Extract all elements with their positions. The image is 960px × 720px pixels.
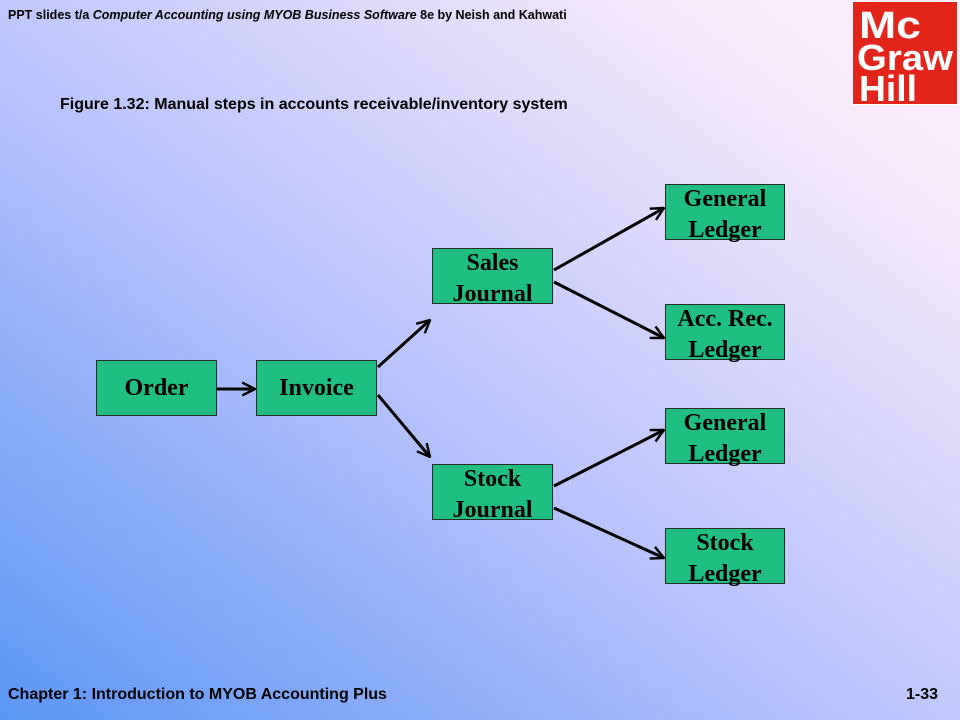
order-box: Order xyxy=(96,360,217,416)
mcgraw-hill-logo: Mc Graw Hill xyxy=(852,1,958,105)
header-suffix: 8e by Neish and Kahwati xyxy=(416,8,567,22)
sales-journal-box: Sales Journal xyxy=(432,248,553,307)
logo-line-1: Mc xyxy=(859,5,921,47)
general-ledger-2-label-1: General xyxy=(683,410,767,436)
arrow-invoice-to-sales-journal xyxy=(376,320,430,369)
arrow-stock-to-stock-ledger xyxy=(553,506,664,558)
acc-rec-ledger-label-1: Acc. Rec. xyxy=(677,306,773,332)
stock-journal-label-2: Journal xyxy=(452,497,533,523)
header-book-title: Computer Accounting using MYOB Business … xyxy=(92,8,417,22)
arrow-sales-to-general-ledger xyxy=(553,208,664,272)
stock-journal-label-1: Stock xyxy=(463,466,522,492)
sales-journal-label-2: Journal xyxy=(452,281,533,307)
general-ledger-box-1: General Ledger xyxy=(665,184,785,243)
sales-journal-label-1: Sales xyxy=(466,250,519,276)
stock-ledger-label-2: Ledger xyxy=(688,561,762,587)
figure-title: Figure 1.32: Manual steps in accounts re… xyxy=(60,96,568,113)
acc-rec-ledger-label-2: Ledger xyxy=(688,337,762,363)
arrow-sales-to-acc-rec-ledger xyxy=(553,280,664,340)
chapter-footer: Chapter 1: Introduction to MYOB Accounti… xyxy=(8,686,387,703)
logo-line-2: Graw xyxy=(857,37,954,78)
invoice-box: Invoice xyxy=(256,360,377,416)
order-label: Order xyxy=(124,374,189,401)
slide-header: PPT slides t/a Computer Accounting using… xyxy=(8,8,567,22)
stock-journal-box: Stock Journal xyxy=(432,464,553,523)
invoice-label: Invoice xyxy=(279,374,354,401)
acc-rec-ledger-box: Acc. Rec. Ledger xyxy=(665,304,785,363)
page-number: 1-33 xyxy=(905,686,938,703)
logo-line-3: Hill xyxy=(859,68,917,104)
arrow-invoice-to-stock-journal xyxy=(376,394,430,457)
general-ledger-2-label-2: Ledger xyxy=(688,441,762,467)
arrow-stock-to-general-ledger xyxy=(553,428,664,488)
general-ledger-box-2: General Ledger xyxy=(665,408,785,467)
general-ledger-1-label-2: Ledger xyxy=(688,217,762,243)
header-prefix: PPT slides t/a xyxy=(8,8,93,22)
stock-ledger-box: Stock Ledger xyxy=(665,528,785,587)
general-ledger-1-label-1: General xyxy=(683,186,767,212)
stock-ledger-label-1: Stock xyxy=(696,530,754,556)
